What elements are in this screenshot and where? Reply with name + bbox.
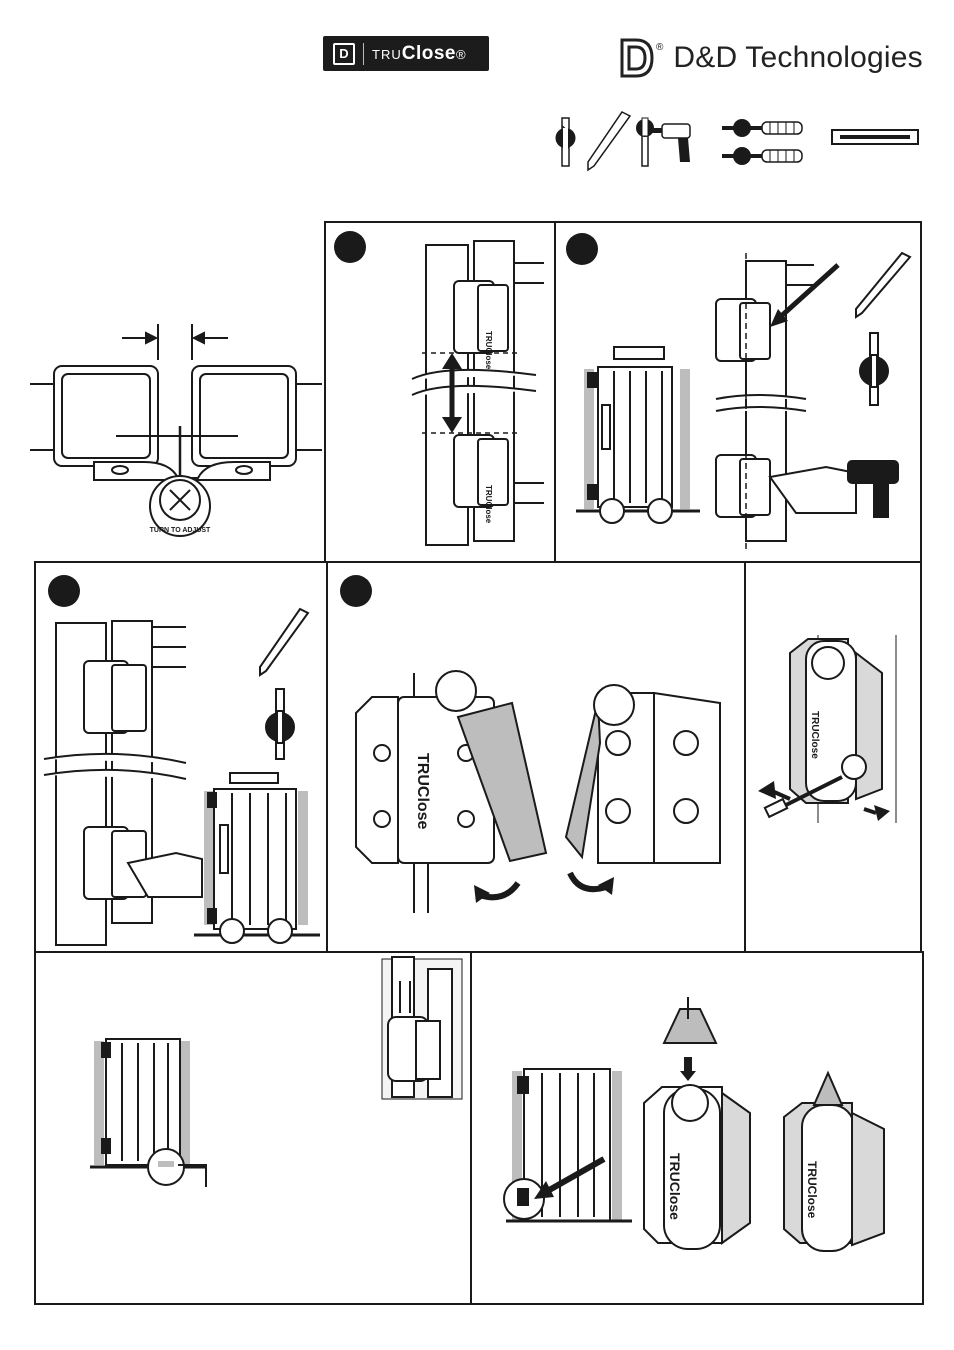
step-7-panel: TRUClose TRUClose [470, 951, 924, 1305]
product-logo-reg: ® [456, 47, 467, 62]
hinge-brand-label: TRUClose [484, 331, 493, 370]
logo-mark: D [333, 43, 355, 65]
product-logo-prefix: TRU [372, 47, 402, 62]
screwdriver-icon [722, 147, 802, 165]
step-7-illustration: TRUClose TRUClose [472, 953, 926, 1307]
step-1-panel: TRUClose TRUClose [324, 221, 556, 563]
dd-logo-icon [620, 38, 654, 78]
company-logo: ® D&D Technologies [620, 38, 923, 78]
step-1-illustration: TRUClose TRUClose [326, 223, 558, 565]
pencil-icon [588, 112, 630, 170]
power-drill-icon [652, 124, 690, 162]
step-2-illustration [556, 223, 924, 565]
drill-bit-icon [556, 118, 576, 166]
step-2-panel [554, 221, 922, 563]
product-logo-text: TRUClose® [372, 43, 467, 65]
step-3-illustration [36, 563, 330, 955]
hinge-brand-label: TRUClose [414, 753, 431, 830]
hinge-brand-label: TRUClose [484, 485, 493, 524]
logo-separator [363, 43, 364, 65]
company-name: D&D Technologies [673, 41, 922, 75]
product-logo-suffix: Close [402, 43, 456, 64]
step-5-illustration: TRUClose [746, 563, 924, 955]
step-6-illustration [36, 953, 474, 1307]
screwdriver-icon [722, 119, 802, 137]
step-4-panel: TRUClose [326, 561, 746, 953]
step-4-illustration: TRUClose [328, 563, 748, 955]
hinge-brand-label: TRUClose [805, 1161, 819, 1219]
truclose-logo: D TRUClose® [323, 36, 489, 71]
hinge-brand-label: TRUClose [667, 1153, 683, 1220]
hinge-brand-label: TRUClose [809, 711, 820, 759]
step-6-panel [34, 951, 472, 1305]
spirit-level-icon [832, 130, 918, 144]
step-3-panel [34, 561, 328, 953]
tools-row [550, 108, 930, 172]
step-5-panel: TRUClose [744, 561, 922, 953]
post-gap-diagram: TURN TO ADJUST [30, 320, 330, 550]
company-reg: ® [656, 42, 663, 53]
adjuster-label: TURN TO ADJUST [150, 527, 211, 534]
hex-key-icon [636, 118, 654, 166]
